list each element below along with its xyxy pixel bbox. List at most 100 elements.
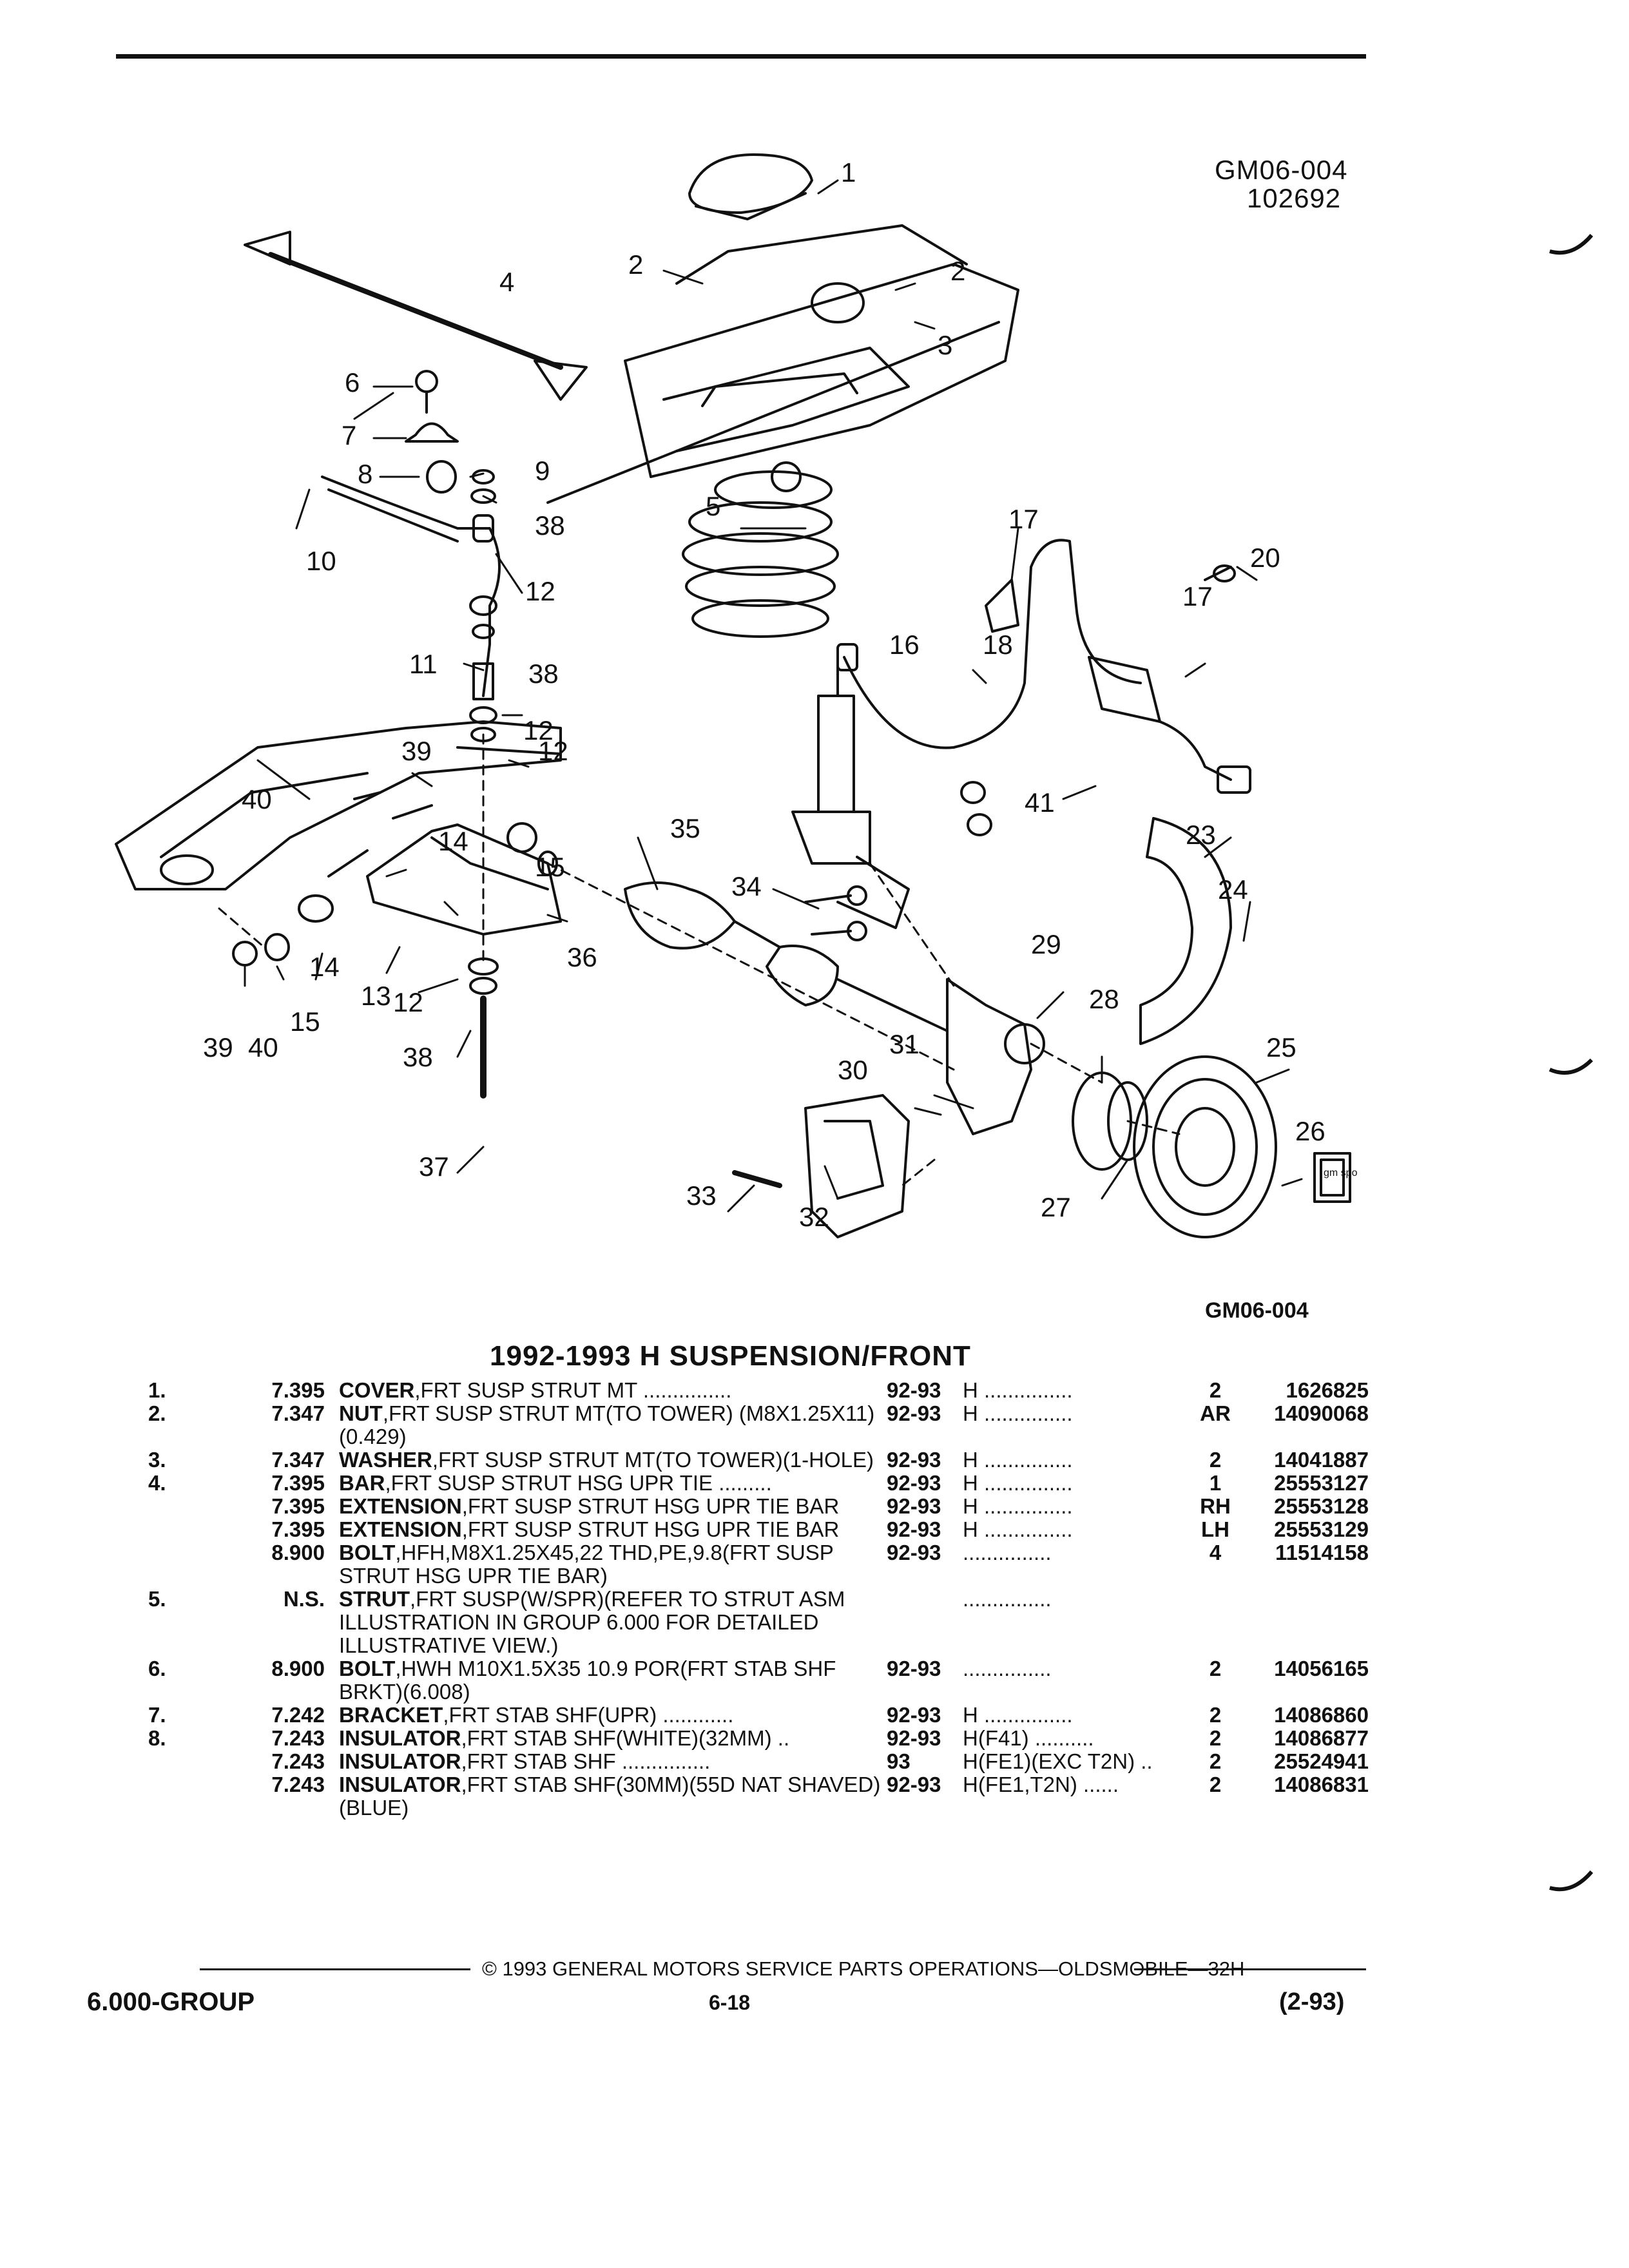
callout-27: 27 — [1041, 1192, 1071, 1222]
part-desc-text: ,FRT SUSP STRUT MT ............... — [414, 1378, 732, 1402]
drive-axle-part — [624, 881, 949, 1032]
callout-38: 38 — [535, 510, 565, 541]
part-usage: H ............... — [963, 1494, 1073, 1518]
bushing-parts — [232, 804, 537, 1099]
part-ref: 7.395 — [271, 1517, 325, 1541]
part-index: 8. — [148, 1726, 166, 1750]
part-desc-text: ,FRT STAB SHF(WHITE)(32MM) .. — [461, 1726, 790, 1750]
part-description: WASHER,FRT SUSP STRUT MT(TO TOWER)(1-HOL… — [339, 1448, 887, 1472]
splash-shield-part — [1139, 817, 1232, 1045]
part-years: 92-93 — [887, 1378, 941, 1402]
footer-rule-left — [200, 1968, 470, 1970]
part-number: 25553129 — [1274, 1517, 1369, 1541]
part-qty: 2 — [1209, 1726, 1222, 1750]
part-usage: H ............... — [963, 1401, 1073, 1425]
part-description: NUT,FRT SUSP STRUT MT(TO TOWER) (M8X1.25… — [339, 1402, 887, 1448]
part-name: BRACKET — [339, 1703, 443, 1727]
callout-15: 15 — [535, 852, 565, 882]
part-index — [148, 1750, 244, 1773]
part-years: 92-93 — [887, 1541, 941, 1564]
strut-cover-part — [688, 153, 813, 220]
callout-12: 12 — [538, 736, 568, 766]
part-description: COVER,FRT SUSP STRUT MT ............... — [339, 1379, 887, 1402]
brake-rotor-part — [1133, 1055, 1277, 1238]
part-index — [148, 1495, 244, 1518]
callout-8: 8 — [358, 459, 372, 489]
footer-rule-right — [1134, 1968, 1366, 1970]
part-description: EXTENSION,FRT SUSP STRUT HSG UPR TIE BAR — [339, 1518, 887, 1541]
callout-6: 6 — [345, 367, 360, 398]
part-index: 4. — [148, 1471, 166, 1495]
callout-16: 16 — [889, 629, 920, 660]
part-description: INSULATOR,FRT STAB SHF(30MM)(55D NAT SHA… — [339, 1773, 887, 1820]
part-number: 14086831 — [1274, 1773, 1369, 1796]
part-name: EXTENSION — [339, 1494, 462, 1518]
part-name: BAR — [339, 1471, 385, 1495]
stabilizer-parts — [321, 370, 501, 697]
part-years: 92-93 — [887, 1494, 941, 1518]
brake-hose-part — [836, 539, 1142, 749]
part-usage: ............... — [963, 1587, 1052, 1611]
part-desc-text: ,FRT SUSP STRUT MT(TO TOWER)(1-HOLE) — [432, 1448, 874, 1472]
part-qty: 1 — [1209, 1471, 1222, 1495]
part-description: INSULATOR,FRT STAB SHF ............... — [339, 1750, 887, 1773]
part-usage: H(FE1)(EXC T2N) .. — [963, 1749, 1153, 1773]
part-usage: H ............... — [963, 1448, 1073, 1472]
top-rule — [116, 54, 1366, 59]
parts-row: 5.N.S.STRUT,FRT SUSP(W/SPR)(REFER TO STR… — [148, 1588, 1369, 1657]
part-desc-text: ,FRT SUSP(W/SPR)(REFER TO STRUT ASM ILLU… — [339, 1587, 845, 1657]
part-years: 92-93 — [887, 1448, 941, 1472]
gm-spo-logo: gm spo — [1313, 1152, 1358, 1203]
callout-28: 28 — [1089, 984, 1119, 1014]
crossmember-illustration — [115, 720, 562, 890]
callout-39: 39 — [203, 1032, 233, 1062]
part-index: 5. — [148, 1587, 166, 1611]
part-ref: 7.347 — [271, 1401, 325, 1425]
nut-parts — [804, 781, 992, 941]
part-ref: N.S. — [283, 1587, 325, 1611]
part-years: 92-93 — [887, 1657, 941, 1680]
part-ref: 7.242 — [271, 1703, 325, 1727]
part-years: 92-93 — [887, 1401, 941, 1425]
part-description: BRACKET,FRT STAB SHF(UPR) ............ — [339, 1704, 887, 1727]
figure-code: GM06-004 — [1215, 155, 1348, 185]
callout-39: 39 — [401, 736, 432, 766]
callout-31: 31 — [889, 1029, 920, 1059]
part-name: COVER — [339, 1378, 415, 1402]
part-usage: ............... — [963, 1657, 1052, 1680]
callout-12: 12 — [523, 715, 554, 745]
part-description: EXTENSION,FRT SUSP STRUT HSG UPR TIE BAR — [339, 1495, 887, 1518]
callout-9: 9 — [535, 456, 550, 486]
part-usage: H ............... — [963, 1471, 1073, 1495]
callout-37: 37 — [419, 1151, 449, 1182]
part-index: 7. — [148, 1703, 166, 1727]
callout-11: 11 — [409, 649, 438, 679]
part-ref: 7.243 — [271, 1773, 325, 1796]
group-label: 6.000-GROUP — [87, 1988, 255, 2016]
page-date: (2-93) — [1279, 1988, 1345, 2015]
strut-damper-part — [791, 649, 910, 929]
part-number: 14086860 — [1274, 1703, 1369, 1727]
part-index — [148, 1773, 244, 1820]
callout-13: 13 — [361, 981, 391, 1011]
callout-20: 20 — [1250, 543, 1280, 573]
callout-38: 38 — [528, 658, 559, 689]
part-desc-text: ,FRT SUSP STRUT HSG UPR TIE BAR — [461, 1494, 840, 1518]
callout-41: 41 — [1025, 787, 1055, 818]
parts-row: 7.395 EXTENSION,FRT SUSP STRUT HSG UPR TI… — [148, 1518, 1369, 1541]
part-index — [148, 1518, 244, 1541]
part-name: EXTENSION — [339, 1517, 462, 1541]
callout-17: 17 — [1008, 504, 1039, 534]
figure-code-bottom: GM06-004 — [1205, 1298, 1309, 1323]
part-number: 14041887 — [1274, 1448, 1369, 1472]
part-qty: RH — [1200, 1494, 1231, 1518]
part-index: 2. — [148, 1401, 166, 1425]
figure-date: 102692 — [1247, 183, 1342, 213]
strut-spring-part — [682, 461, 839, 638]
callout-33: 33 — [686, 1180, 717, 1211]
part-years: 92-93 — [887, 1517, 941, 1541]
strut-tower-illustration — [546, 224, 1019, 504]
callout-23: 23 — [1186, 820, 1216, 850]
